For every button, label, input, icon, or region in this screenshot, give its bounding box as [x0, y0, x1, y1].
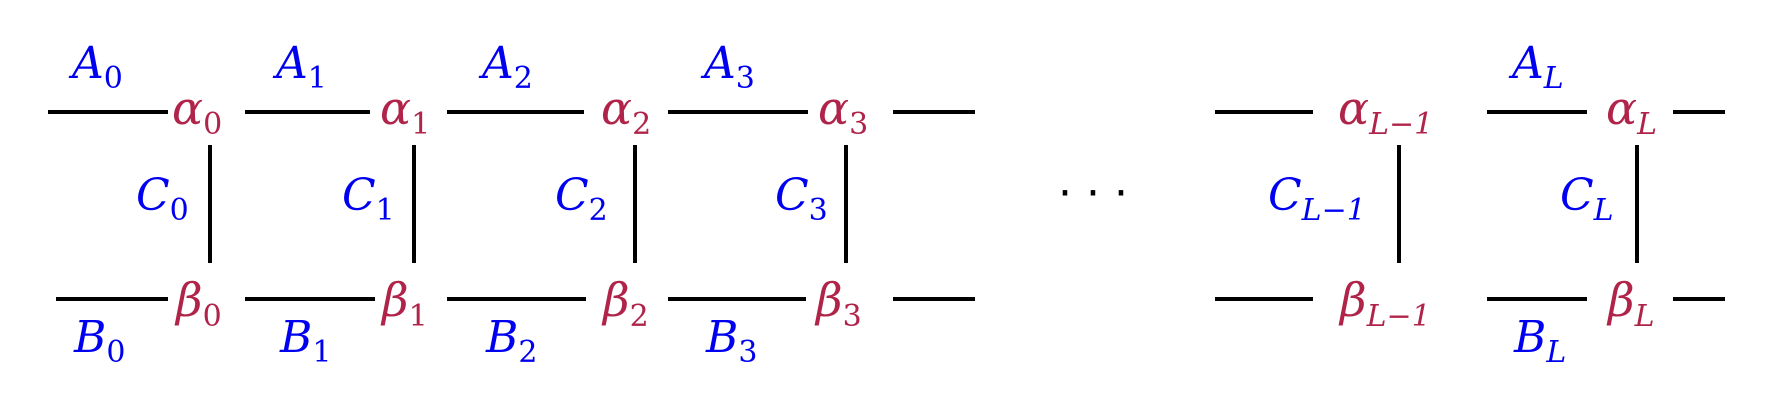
edge-label-C3: C3 — [775, 170, 828, 228]
edge-label-B0: B0 — [73, 312, 125, 370]
node-alpha-Lm1: αL−1 — [1338, 81, 1433, 142]
node-beta-2: β2 — [601, 273, 649, 334]
node-alpha-3: α3 — [818, 81, 868, 142]
edge-label-B1: B1 — [279, 312, 331, 370]
node-alpha-0: α0 — [172, 81, 222, 142]
edge-label-C0: C0 — [136, 170, 189, 228]
edge-label-BL: BL — [1513, 312, 1566, 370]
node-alpha-L: αL — [1606, 81, 1657, 142]
node-beta-1: β1 — [380, 273, 428, 334]
edge-label-A0: A0 — [68, 38, 123, 96]
ellipsis: · · · — [1058, 168, 1128, 219]
node-alpha-2: α2 — [601, 81, 651, 142]
edge-label-CLm1: CL−1 — [1268, 170, 1366, 228]
edge-label-B2: B2 — [485, 312, 537, 370]
edge-label-B3: B3 — [705, 312, 757, 370]
node-beta-Lm1: βL−1 — [1338, 273, 1431, 334]
edge-label-A2: A2 — [478, 38, 533, 96]
node-beta-L: βL — [1606, 273, 1655, 334]
edge-label-A1: A1 — [272, 38, 327, 96]
edge-label-A3: A3 — [700, 38, 755, 96]
edge-label-C2: C2 — [555, 170, 608, 228]
node-beta-3: β3 — [814, 273, 862, 334]
node-alpha-1: α1 — [380, 81, 430, 142]
edge-label-C1: C1 — [342, 170, 395, 228]
node-beta-0: β0 — [174, 273, 222, 334]
edge-label-AL: AL — [1508, 38, 1564, 96]
edge-label-CL: CL — [1560, 170, 1614, 228]
